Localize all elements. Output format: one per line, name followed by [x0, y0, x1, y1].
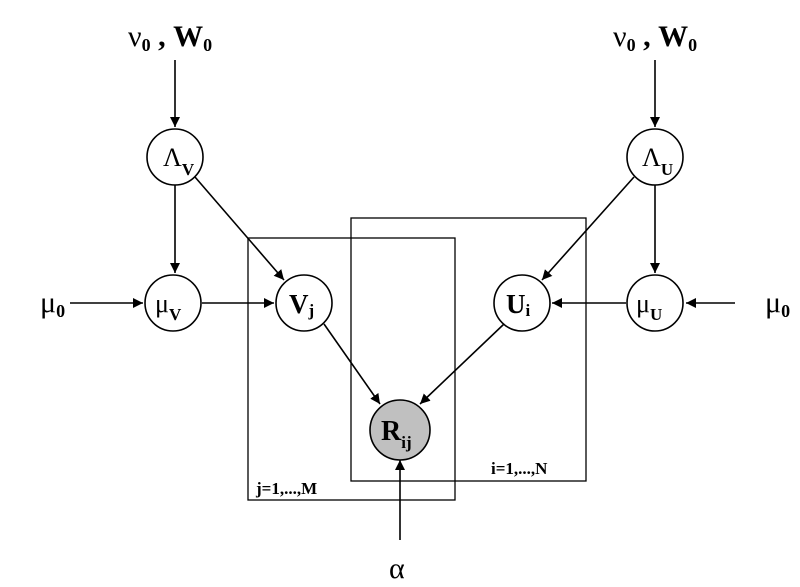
hyperparam-alpha: α — [389, 552, 405, 585]
node-subscript: U — [650, 305, 662, 324]
node-label: V — [289, 289, 309, 319]
plate-j-label: j=1,...,M — [255, 479, 317, 498]
edge-u-i-r-ij — [419, 323, 505, 405]
node-subscript: U — [661, 160, 673, 179]
svg-text:Rij: Rij — [381, 416, 412, 452]
node-mu-v: μV — [144, 274, 202, 332]
plate-i — [350, 217, 587, 482]
node-label: Λ — [642, 143, 661, 172]
edge-v-j-r-ij — [323, 323, 381, 405]
node-mu-u: μU — [626, 274, 684, 332]
hyperparam-nu-w-right: ν0 , W0 — [613, 20, 697, 55]
svg-text:μV: μV — [155, 289, 182, 324]
svg-text:ΛV: ΛV — [163, 143, 195, 179]
node-r-ij: Rij — [369, 399, 431, 461]
edge-lambda-v-v-j — [194, 176, 285, 281]
svg-text:μU: μU — [636, 289, 662, 324]
svg-text:Vj: Vj — [289, 289, 314, 320]
plate-i-label: i=1,...,N — [491, 459, 548, 478]
hyperparam-mu0-right: μ0 — [765, 286, 790, 321]
node-subscript: V — [182, 160, 195, 179]
node-label: μ — [636, 289, 650, 318]
node-subscript: i — [526, 301, 531, 320]
node-lambda-v: ΛV — [146, 128, 204, 186]
node-subscript: V — [169, 305, 182, 324]
hyperparam-mu0-left: μ0 — [40, 286, 65, 321]
node-lambda-u: ΛU — [626, 128, 684, 186]
node-v-j: Vj — [275, 274, 333, 332]
node-label: R — [381, 416, 402, 447]
node-label: U — [506, 289, 526, 319]
svg-text:ΛU: ΛU — [642, 143, 673, 179]
hyperparam-nu-w-left: ν0 , W0 — [128, 20, 212, 55]
node-u-i: Ui — [493, 274, 551, 332]
svg-text:Ui: Ui — [506, 289, 531, 320]
node-label: μ — [155, 289, 169, 318]
node-label: Λ — [163, 143, 182, 172]
node-subscript: ij — [401, 433, 411, 452]
edge-lambda-u-u-i — [541, 176, 635, 281]
node-subscript: j — [308, 301, 315, 320]
